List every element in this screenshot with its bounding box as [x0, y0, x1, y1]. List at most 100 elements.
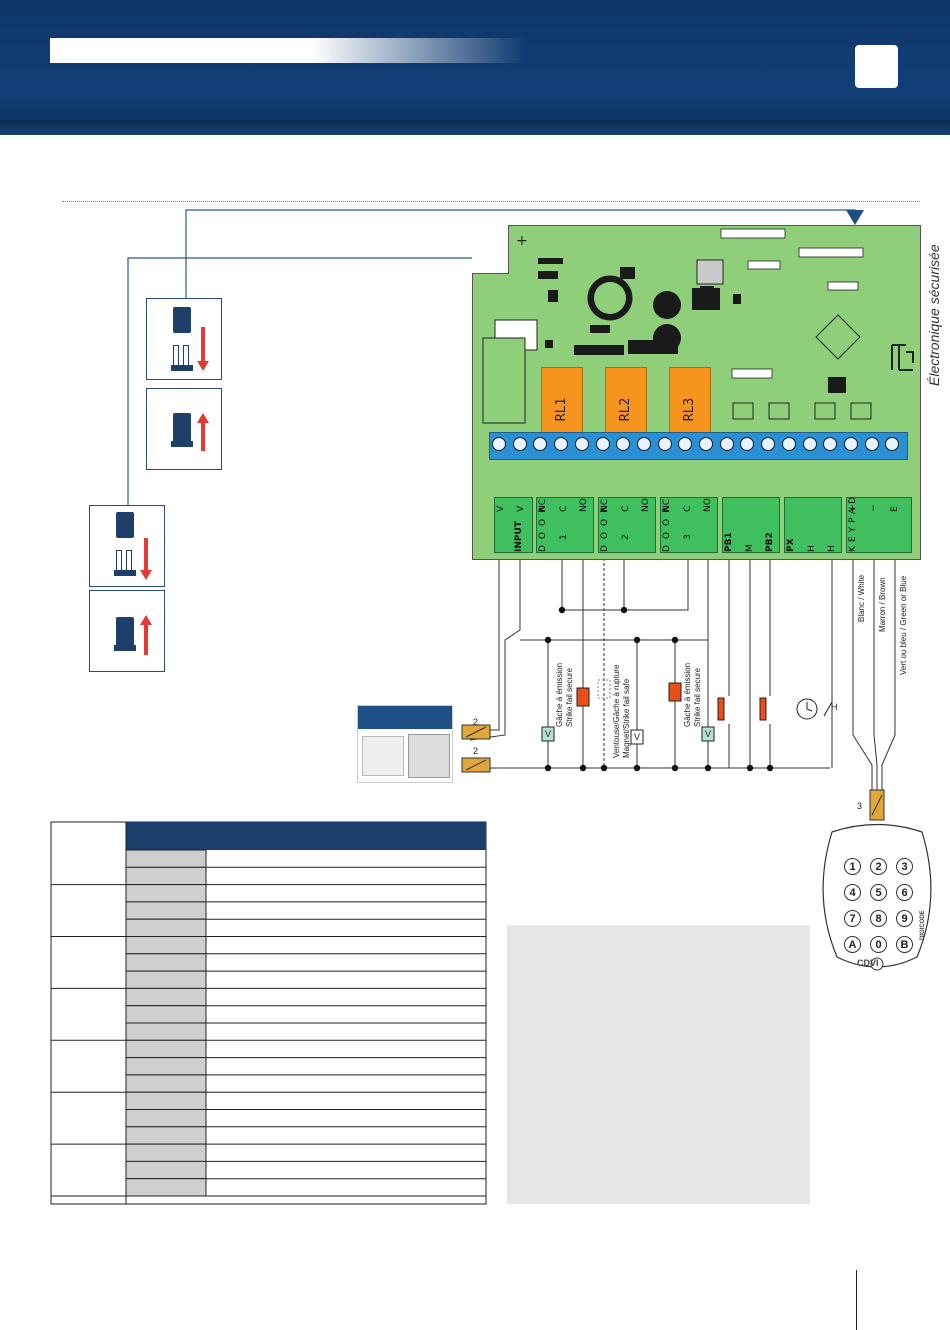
- jumper-leader-upper-arrow: [846, 210, 864, 225]
- wire-keypad-minus: [873, 558, 878, 800]
- arrow-down-head-icon: [140, 570, 152, 580]
- keypad-key[interactable]: B: [896, 936, 913, 953]
- keypad-key[interactable]: 5: [870, 884, 887, 901]
- label-strike-fail-secure-2: Gâche à émission Strike fail secure: [683, 662, 702, 727]
- arrow-down-icon: [144, 538, 148, 570]
- keypad-model: DIGICODE: [920, 910, 926, 940]
- keypad-key[interactable]: 0: [870, 936, 887, 953]
- keypad-brand: CDVI: [857, 958, 879, 968]
- terminal-screw-icon: [885, 437, 900, 451]
- terminal-screw-icon: [823, 437, 838, 451]
- cable-count-1: 2: [473, 717, 479, 727]
- keypad-key[interactable]: 3: [896, 858, 913, 875]
- pushbutton-1: [717, 697, 725, 721]
- magnet-coil: [597, 679, 611, 699]
- cable-count-2: 2: [473, 746, 479, 756]
- terminal-block-door2: [598, 497, 656, 553]
- jumper-base: [114, 645, 136, 651]
- relay-rl2-label: RL2: [618, 397, 634, 421]
- term-px: PX: [786, 538, 796, 552]
- table-header: [126, 822, 486, 850]
- relay-rl3-label: RL3: [682, 397, 698, 421]
- wire-keypad-plus: [852, 558, 873, 800]
- term-input-v1: V: [496, 505, 506, 512]
- arrow-down-icon: [201, 327, 205, 361]
- strike2-coil: [668, 682, 682, 702]
- power-supply-banner: [358, 706, 452, 729]
- terminal-screw-icon: [761, 437, 776, 451]
- jumper-cap: [116, 617, 134, 647]
- note-box: [507, 925, 810, 1204]
- term-m: M: [745, 544, 755, 552]
- term-d1-no: NO: [579, 498, 589, 512]
- jumper-cap: [116, 512, 134, 538]
- wire-keypad-e: [881, 558, 896, 800]
- terminal-screw-icon: [616, 437, 631, 451]
- strike1-coil: [576, 687, 590, 707]
- keypad-key[interactable]: 7: [844, 910, 861, 927]
- wire-bus-1: [561, 558, 689, 611]
- section-divider: [62, 201, 920, 202]
- terminal-screw-icon: [636, 437, 651, 451]
- term-kp-label: KEYPAD: [848, 492, 858, 552]
- keypad-key[interactable]: 2: [870, 858, 887, 875]
- terminal-screw-icon: [512, 437, 527, 451]
- header-shade: [0, 120, 950, 135]
- v-label-1: V: [545, 729, 552, 739]
- arrow-up-icon: [201, 423, 205, 451]
- keypad-key[interactable]: 6: [896, 884, 913, 901]
- terminal-block-input: [494, 497, 533, 553]
- wire-input-2: [469, 558, 521, 741]
- terminal-block-pb: [722, 497, 780, 553]
- arrow-up-icon: [144, 625, 148, 655]
- label-strike-fail-secure-1: Gâche à émission Strike fail secure: [555, 662, 574, 727]
- cable-count-3: 3: [857, 801, 863, 811]
- term-d3-c: C: [683, 505, 693, 512]
- keypad-key[interactable]: A: [844, 936, 861, 953]
- v-box-2: [630, 729, 644, 745]
- terminal-screw-icon: [678, 437, 693, 451]
- term-h1: H: [807, 545, 817, 552]
- wire-label-green-blue: Vert ou bleu / Green or Blue: [899, 575, 908, 675]
- term-input-label: INPUT: [514, 521, 524, 552]
- wire-label-white: Blanc / White: [857, 574, 866, 622]
- term-d2-num: 2: [621, 534, 631, 540]
- term-kp-minus: −: [869, 504, 879, 512]
- wire-input-1: [470, 558, 500, 731]
- term-h2: H: [827, 545, 837, 552]
- keypad-key[interactable]: 4: [844, 884, 861, 901]
- terminal-screw-icon: [595, 437, 610, 451]
- term-input-v2: V: [516, 505, 526, 512]
- term-d1-door: DOOR: [538, 500, 548, 552]
- wire-bus-3: [520, 558, 709, 641]
- arrow-up-head-icon: [140, 615, 152, 625]
- pushbutton-2: [759, 697, 767, 721]
- term-d3-door: DOOR: [662, 500, 672, 552]
- term-d3-num: 3: [683, 534, 693, 540]
- term-d2-no: NO: [641, 498, 651, 512]
- keypad-key[interactable]: 9: [896, 910, 913, 927]
- label-magnet-strike: Ventouse/Gâche à rupture Magnet/Strike f…: [612, 664, 631, 758]
- terminal-screw-icon: [699, 437, 713, 451]
- wire-label-brown: Marron / Brown: [878, 577, 887, 632]
- jumper-upper-insert: [146, 388, 222, 470]
- header-title-band: [50, 38, 525, 63]
- jumper-base: [171, 441, 193, 447]
- v-box-3: [701, 726, 715, 742]
- term-d3-no: NO: [703, 498, 713, 512]
- terminal-screw-icon: [574, 437, 589, 451]
- v-label-3: V: [705, 729, 712, 739]
- junction-dots: [544, 606, 774, 772]
- term-pb1: PB1: [724, 532, 734, 552]
- power-supply-image: [357, 705, 453, 783]
- keypad-key[interactable]: 8: [870, 910, 887, 927]
- configuration-table: [51, 822, 486, 1204]
- jumper-lower-insert: [89, 590, 165, 672]
- v-label-2: V: [634, 732, 641, 742]
- terminal-screw-icon: [719, 437, 734, 451]
- keypad-key[interactable]: 1: [844, 858, 861, 875]
- term-d2-door: DOOR: [600, 500, 610, 552]
- page-number-bar: [856, 1270, 857, 1330]
- term-d1-num: 1: [559, 534, 569, 540]
